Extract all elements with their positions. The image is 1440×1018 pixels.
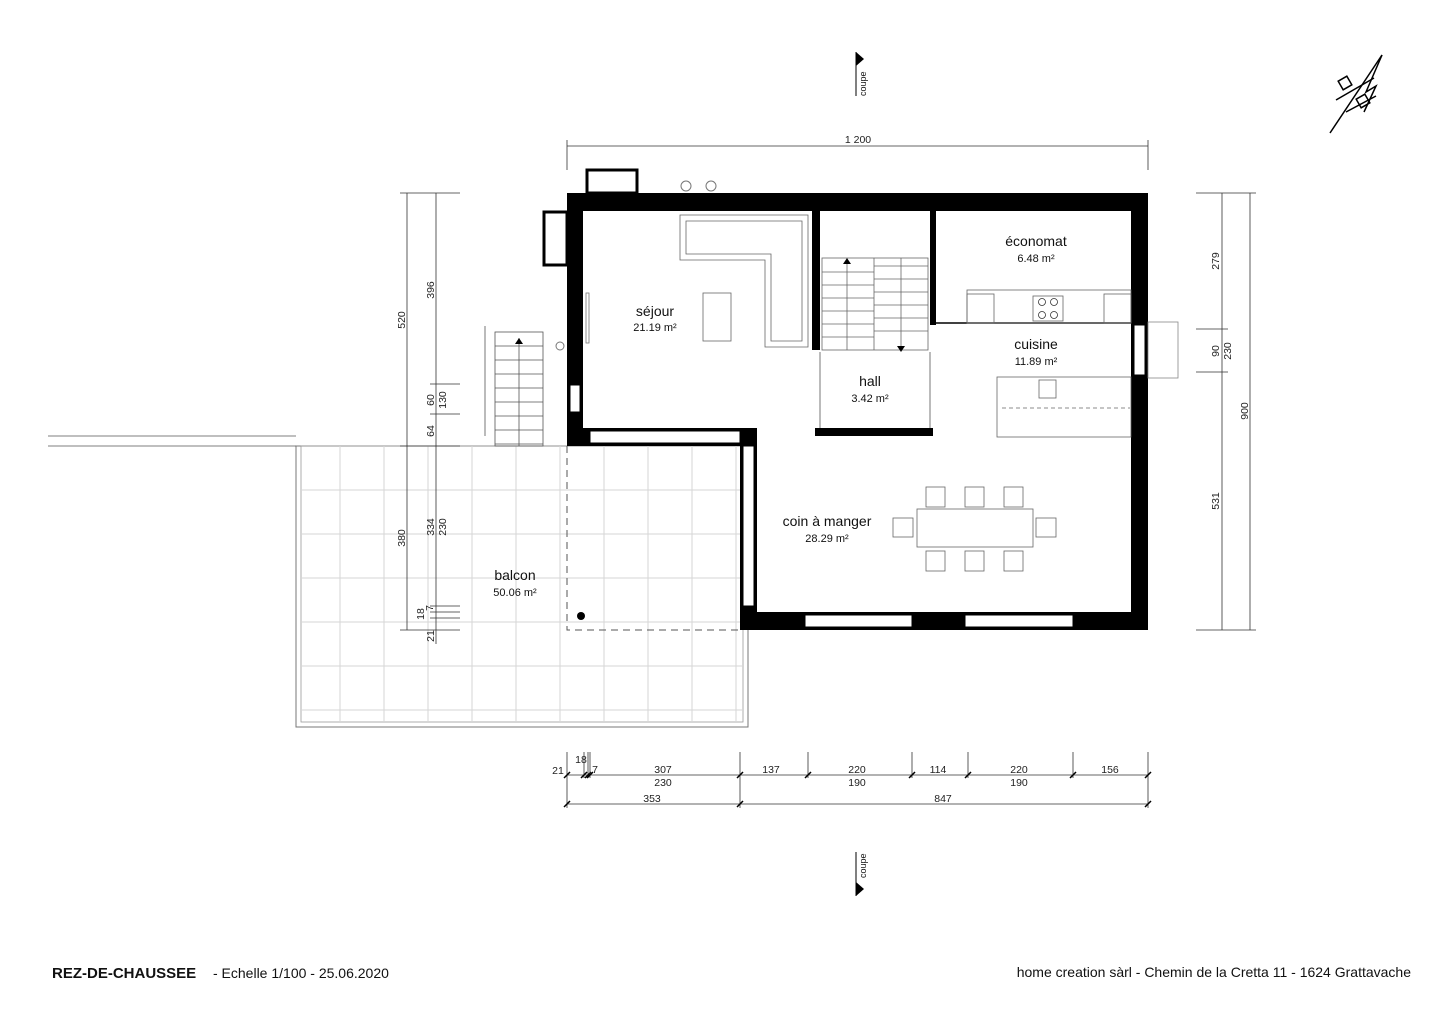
exterior-stair — [484, 326, 565, 447]
dim-right-531: 531 — [1210, 492, 1222, 510]
dim-left-130: 130 — [437, 391, 449, 409]
dim-left-380: 380 — [396, 529, 408, 547]
room-name-economat: économat — [1005, 233, 1067, 249]
dim-left-230: 230 — [437, 518, 449, 536]
room-area-economat: 6.48 m² — [1017, 253, 1055, 265]
dim-left-64: 64 — [425, 425, 437, 437]
dim-left-21: 21 — [425, 630, 437, 642]
dim-tick — [908, 771, 916, 779]
dim-bottom-307: 307 — [654, 764, 672, 776]
dining-chairs — [892, 486, 1057, 572]
dim-top-total: 1 200 — [845, 134, 871, 146]
dim-right-900: 900 — [1239, 402, 1251, 420]
room-area-sejour: 21.19 m² — [633, 322, 677, 334]
dim-tick — [804, 771, 812, 779]
dim-bottom-21: 21 — [552, 765, 564, 777]
dim-right-90: 90 — [1210, 345, 1222, 357]
dim-tick — [736, 800, 744, 808]
section-label-bottom: coupe — [858, 853, 868, 878]
dim-bottom-156: 156 — [1101, 764, 1119, 776]
chair — [1003, 550, 1024, 572]
north-arrow-icon — [1329, 54, 1383, 134]
dim-tick — [1069, 771, 1077, 779]
dim-bottom-847: 847 — [934, 793, 952, 805]
dim-bottom-7: 7 — [592, 764, 598, 776]
dim-bottom-137: 137 — [762, 764, 780, 776]
dim-tick — [736, 771, 744, 779]
dim-left-18: 18 — [415, 608, 427, 620]
dim-tick — [563, 771, 571, 779]
dim-bottom-114: 114 — [930, 764, 947, 776]
balcony — [48, 435, 749, 728]
dim-bottom-220a: 220 — [848, 764, 866, 776]
section-label-top: coupe — [858, 71, 868, 96]
dim-bottom-230: 230 — [654, 777, 672, 789]
room-name-hall: hall — [859, 373, 881, 389]
dim-right-230: 230 — [1222, 342, 1234, 360]
dim-tick — [1144, 800, 1152, 808]
room-area-cuisine: 11.89 m² — [1015, 356, 1058, 368]
furniture — [679, 214, 1132, 548]
dim-tick — [586, 771, 594, 779]
dim-bottom-18: 18 — [575, 754, 587, 766]
room-area-balcon: 50.06 m² — [493, 587, 537, 599]
dimension-labels: 520 380 396 60 130 64 334 230 7 18 21 27… — [396, 252, 1251, 805]
room-labels: séjour 21.19 m² hall 3.42 m² économat 6.… — [493, 233, 1067, 599]
dim-left-520: 520 — [396, 311, 408, 329]
dim-bottom-220b: 220 — [1010, 764, 1028, 776]
room-area-coin-a-manger: 28.29 m² — [805, 533, 849, 545]
dim-bottom-353: 353 — [643, 793, 661, 805]
dim-left-396: 396 — [425, 281, 437, 299]
dim-bottom-190b: 190 — [1010, 777, 1028, 789]
dim-tick — [563, 800, 571, 808]
dimension-lines: 1 200 — [400, 134, 1256, 808]
dim-bottom-190a: 190 — [848, 777, 866, 789]
plan-subtitle: - Echelle 1/100 - 25.06.2020 — [213, 965, 389, 981]
section-arrow-icon: coupe — [855, 52, 868, 96]
company-info: home creation sàrl - Chemin de la Cretta… — [1017, 964, 1411, 980]
walls — [542, 168, 1179, 630]
chair — [892, 517, 914, 538]
section-arrow-icon: coupe — [855, 852, 868, 896]
room-name-balcon: balcon — [494, 567, 535, 583]
chair — [1003, 486, 1024, 508]
room-name-sejour: séjour — [636, 303, 674, 319]
dim-tick — [580, 771, 588, 779]
dim-tick — [1144, 771, 1152, 779]
chair — [964, 550, 985, 572]
chair — [964, 486, 985, 508]
dim-tick — [964, 771, 972, 779]
dim-right-279: 279 — [1210, 252, 1222, 270]
dim-left-60: 60 — [425, 394, 437, 406]
room-area-hall: 3.42 m² — [851, 393, 889, 405]
chair — [925, 486, 946, 508]
room-name-cuisine: cuisine — [1014, 336, 1058, 352]
dim-left-334: 334 — [425, 518, 437, 536]
chair — [1035, 517, 1057, 538]
plan-title: REZ-DE-CHAUSSEE — [52, 965, 196, 982]
room-name-coin-a-manger: coin à manger — [783, 513, 872, 529]
dim-left-7: 7 — [424, 605, 436, 611]
chair — [925, 550, 946, 572]
